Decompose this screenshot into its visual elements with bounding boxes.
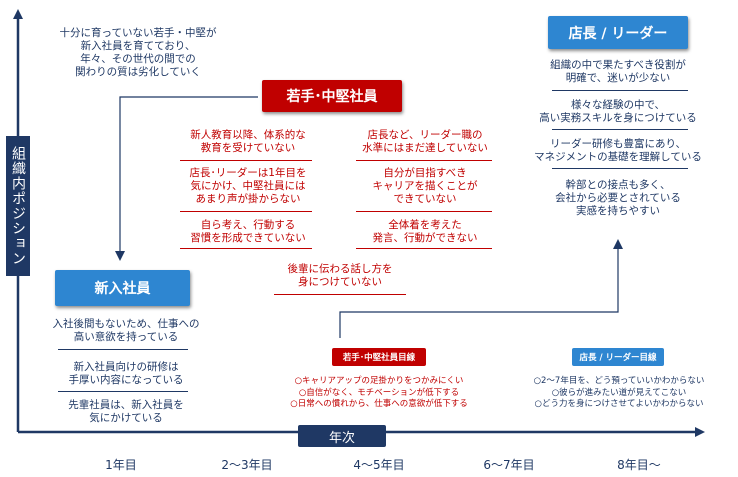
young-mid-left-item-3: 自ら考え、行動する 習慣を形成できていない: [190, 219, 306, 244]
young-mid-view-items: ○キャリアアップの足掛かりをつかみにくい ○自信がなく、モチベーションが低下する…: [290, 376, 468, 409]
connector-arrow-young-to-manager: [339, 239, 623, 338]
divider: [58, 349, 188, 350]
manager-item-3: リーダー研修も豊富にあり、 マネジメントの基礎を理解している: [534, 138, 702, 163]
manager-title: 店長 / リーダー: [548, 16, 688, 49]
new-hire-title: 新入社員: [55, 270, 190, 306]
y-axis-label: 組織内ポジション: [6, 136, 30, 276]
divider: [180, 248, 312, 249]
new-hire-item-1: 入社後間もないため、仕事への 高い意欲を持っている: [52, 318, 200, 343]
x-tick-1: 1年目: [105, 458, 137, 472]
manager-item-2: 様々な経験の中で、 高い実務スキルを身につけている: [539, 99, 697, 124]
young-mid-left-item-2: 店長･リーダーは1年目を 気にかけ、中堅社員には あまり声が掛からない: [189, 167, 307, 205]
manager-item-4: 幹部との接点も多く、 会社から必要とされている 実感を持ちやすい: [555, 179, 681, 217]
divider: [356, 211, 492, 212]
x-tick-5: 8年目～: [617, 458, 661, 472]
divider: [356, 160, 492, 161]
x-axis-label: 年次: [298, 425, 386, 447]
young-mid-left-item-1: 新人教育以降、体系的な 教育を受けていない: [190, 129, 306, 154]
divider: [180, 160, 312, 161]
manager-view-items: ○2～7年目を、どう預っていいかわからない ○彼らが進みたい道が見えてこない ○…: [533, 376, 705, 409]
manager-view-title: 店長 / リーダー目線: [572, 348, 664, 366]
new-hire-item-3: 先輩社員は、新入社員を 気にかけている: [68, 399, 184, 424]
x-tick-4: 6～7年目: [483, 458, 535, 472]
divider: [552, 90, 688, 91]
divider: [356, 248, 492, 249]
young-mid-view-title: 若手･中堅社員目線: [332, 348, 426, 366]
young-mid-title: 若手･中堅社員: [262, 80, 402, 112]
manager-item-1: 組織の中で果たすべき役割が 明確で、迷いが少ない: [550, 59, 686, 84]
divider: [552, 168, 688, 169]
young-mid-bottom-item: 後輩に伝わる話し方を 身につけていない: [287, 263, 393, 288]
young-mid-right-item-2: 自分が目指すべき キャリアを描くことが できていない: [372, 167, 478, 205]
connector-arrow-young-to-newhire: [115, 96, 258, 261]
young-mid-right-item-3: 全体着を考えた 発言、行動ができない: [372, 219, 478, 244]
divider: [274, 294, 406, 295]
divider: [552, 129, 688, 130]
x-tick-3: 4～5年目: [353, 458, 405, 472]
x-tick-2: 2～3年目: [221, 458, 273, 472]
divider: [58, 391, 188, 392]
divider: [180, 211, 312, 212]
top-note: 十分に育っていない若手・中堅が 新入社員を育てており、 年々、その世代の間での …: [59, 27, 217, 78]
new-hire-item-2: 新入社員向けの研修は 手厚い内容になっている: [68, 361, 184, 386]
young-mid-right-item-1: 店長など、リーダー職の 水準にはまだ達していない: [362, 129, 488, 154]
